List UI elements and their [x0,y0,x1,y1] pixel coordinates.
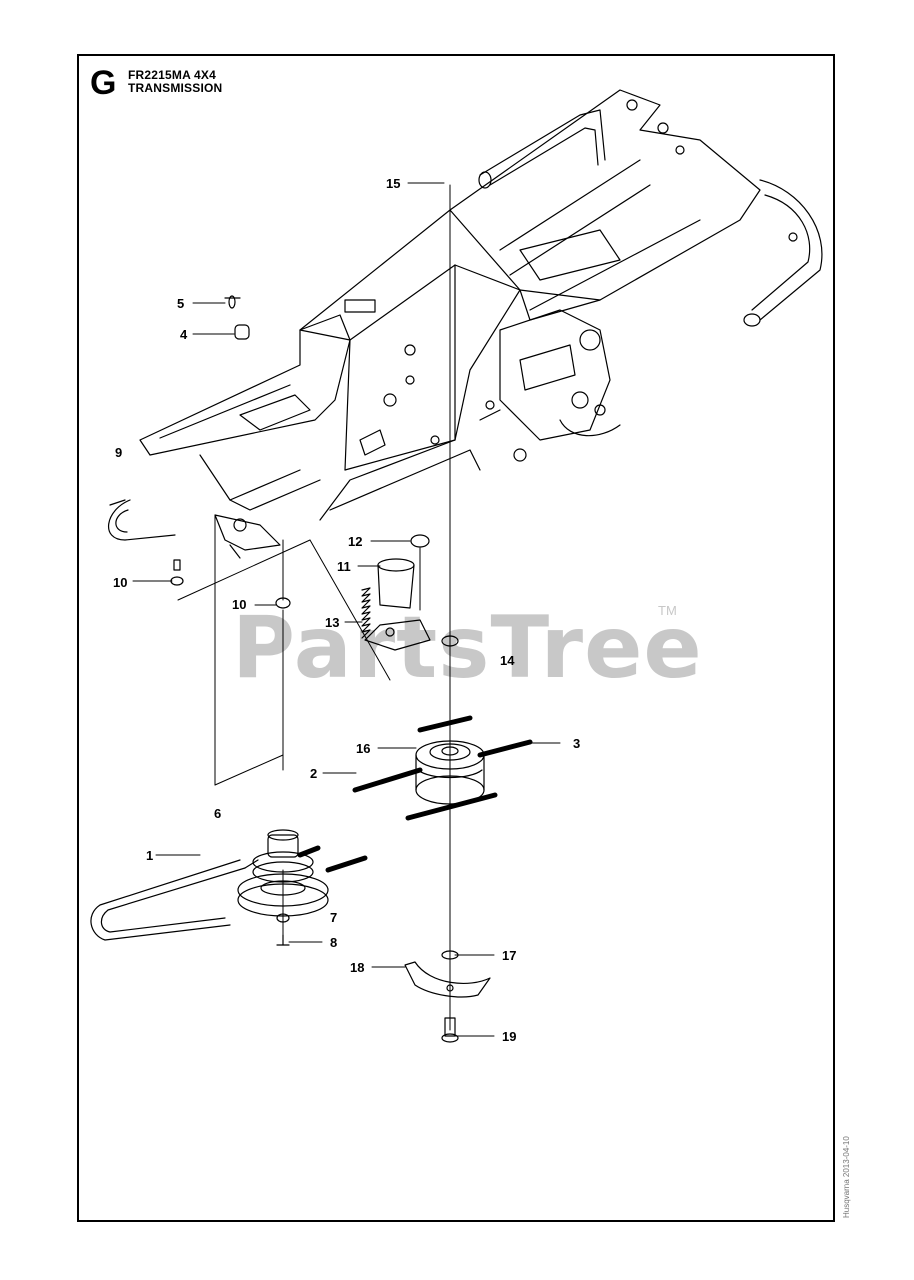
callout-5: 5 [177,296,184,311]
callout-labels: 15 5 4 9 10 10 12 11 13 14 16 3 2 6 1 7 … [113,176,580,1044]
watermark: PartsTree [232,598,703,698]
callout-17: 17 [502,948,516,963]
callout-7: 7 [330,910,337,925]
callout-10-left: 10 [113,575,127,590]
watermark-trademark: TM [658,603,677,618]
section-letter: G [90,64,117,102]
callout-8: 8 [330,935,337,950]
belt-guide [108,499,176,541]
assembly-guide-lines [177,184,451,1031]
callout-4: 4 [180,327,188,342]
drive-belts [352,715,533,821]
lower-bracket-parts [404,950,491,1043]
callout-1: 1 [146,848,153,863]
callout-19: 19 [502,1029,516,1044]
callout-12: 12 [348,534,362,549]
pump-belt [90,859,259,941]
callout-6: 6 [214,806,221,821]
pulley-fasteners [276,913,290,946]
small-parts [170,295,459,651]
callout-3: 3 [573,736,580,751]
callout-2: 2 [310,766,317,781]
callout-14: 14 [500,653,515,668]
model-title: FR2215MA 4X4 [128,68,216,82]
section-title: TRANSMISSION [128,81,223,95]
callout-15: 15 [386,176,400,191]
drive-pulley-assembly [237,829,329,917]
callout-16: 16 [356,741,370,756]
leader-lines [132,182,561,1037]
callout-10-center: 10 [232,597,246,612]
drive-belt-stubs [297,845,368,873]
drawing-border [77,54,835,1222]
callout-9: 9 [115,445,122,460]
chassis-frame [139,89,823,559]
callout-11: 11 [337,559,351,574]
callout-18: 18 [350,960,364,975]
callout-13: 13 [325,615,339,630]
